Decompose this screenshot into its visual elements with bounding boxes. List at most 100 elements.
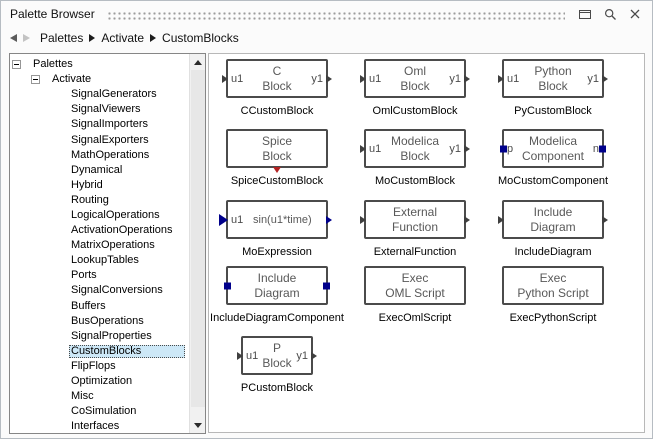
port-square-icon (224, 282, 231, 289)
block-title-line: P (272, 341, 281, 355)
tree-item-ports[interactable]: Ports (10, 268, 188, 283)
tree-item-label: Misc (71, 390, 94, 403)
tree-item-hybrid[interactable]: Hybrid (10, 178, 188, 193)
tree-item-misc[interactable]: Misc (10, 389, 188, 404)
tree-item-signalviewers[interactable]: SignalViewers (10, 102, 188, 117)
close-icon[interactable] (627, 6, 643, 22)
tree-indent (10, 94, 48, 95)
scroll-up-icon[interactable] (190, 54, 206, 70)
tree-item-mathoperations[interactable]: MathOperations (10, 148, 188, 163)
collapse-icon[interactable] (31, 75, 40, 85)
tree-item-label: MathOperations (71, 148, 150, 161)
block-title-line: OML Script (385, 285, 445, 300)
search-icon[interactable] (602, 6, 618, 22)
tree-item-customblocks[interactable]: CustomBlocks (10, 344, 188, 359)
tree-item-signalexporters[interactable]: SignalExporters (10, 132, 188, 147)
tree-item-optimization[interactable]: Optimization (10, 374, 188, 389)
tree-item-dynamical[interactable]: Dynamical (10, 163, 188, 178)
tree-indent (10, 79, 29, 80)
tree-item-matrixoperations[interactable]: MatrixOperations (10, 238, 188, 253)
tree-item-lookuptables[interactable]: LookupTables (10, 253, 188, 268)
input-port-label: u1 (507, 72, 520, 85)
tree-item-activationoperations[interactable]: ActivationOperations (10, 223, 188, 238)
block-title-line: Oml (404, 64, 426, 78)
tree-item-flipflops[interactable]: FlipFlops (10, 359, 188, 374)
tree-indent (10, 321, 48, 322)
collapse-icon[interactable] (12, 60, 21, 70)
block-label: PyCustomBlock (514, 105, 592, 117)
block-title-line: Modelica (390, 134, 440, 148)
tree-item-label: Palettes (33, 58, 73, 71)
tree-item-signalgenerators[interactable]: SignalGenerators (10, 87, 188, 102)
port-arrow-icon (311, 351, 317, 360)
tree-item-palettes[interactable]: Palettes (10, 57, 188, 72)
block-shape[interactable]: sin(u1*time)u1 (219, 200, 332, 239)
block-label: SpiceCustomBlock (230, 175, 324, 187)
dock-drag-handle[interactable] (106, 10, 565, 20)
output-port-label: n (592, 142, 599, 155)
block-label: OmlCustomBlock (372, 105, 458, 117)
tree-indent (10, 200, 48, 201)
scroll-down-icon[interactable] (190, 417, 206, 433)
breadcrumb-item-customblocks[interactable]: CustomBlocks (162, 31, 239, 45)
breadcrumb-item-palettes[interactable]: Palettes (40, 31, 84, 45)
block-label: ExecPythonScript (509, 312, 597, 324)
tree-item-label: MatrixOperations (71, 239, 155, 252)
tree-item-label: Activate (52, 73, 92, 86)
tree-item-routing[interactable]: Routing (10, 193, 188, 208)
breadcrumb-item-activate[interactable]: Activate (101, 31, 145, 45)
tree-indent (10, 336, 48, 337)
block-title-line: Python Script (517, 285, 589, 300)
tree-item-logicaloperations[interactable]: LogicalOperations (10, 208, 188, 223)
port-arrow-icon (360, 74, 366, 83)
block-title-line: External (392, 205, 438, 219)
tree-item-busoperations[interactable]: BusOperations (10, 314, 188, 329)
scrollbar-thumb[interactable] (191, 70, 205, 407)
nav-back-icon[interactable] (10, 34, 17, 42)
tree-item-cosimulation[interactable]: CoSimulation (10, 404, 188, 419)
tree-item-label: SignalConversions (71, 284, 163, 297)
float-window-icon[interactable] (577, 6, 593, 22)
tree-indent (10, 306, 48, 307)
tree-item-signalproperties[interactable]: SignalProperties (10, 329, 188, 344)
tree-item-signalimporters[interactable]: SignalImporters (10, 117, 188, 132)
tree-item-signalconversions[interactable]: SignalConversions (10, 283, 188, 298)
nav-forward-icon[interactable] (23, 34, 30, 42)
block-title-line: Python (534, 64, 572, 78)
block-label: IncludeDiagramComponent (210, 312, 344, 324)
tree-item-buffers[interactable]: Buffers (10, 299, 188, 314)
block-title-line: Block (262, 148, 292, 163)
tree-item-interfaces[interactable]: Interfaces (10, 419, 188, 433)
output-port-label: y1 (587, 72, 599, 85)
port-arrow-icon (326, 215, 332, 224)
block-title-line: Exec (539, 271, 567, 285)
tree-item-activate[interactable]: Activate (10, 72, 188, 87)
tree-scrollbar[interactable] (189, 54, 205, 433)
tree-indent (10, 155, 48, 156)
